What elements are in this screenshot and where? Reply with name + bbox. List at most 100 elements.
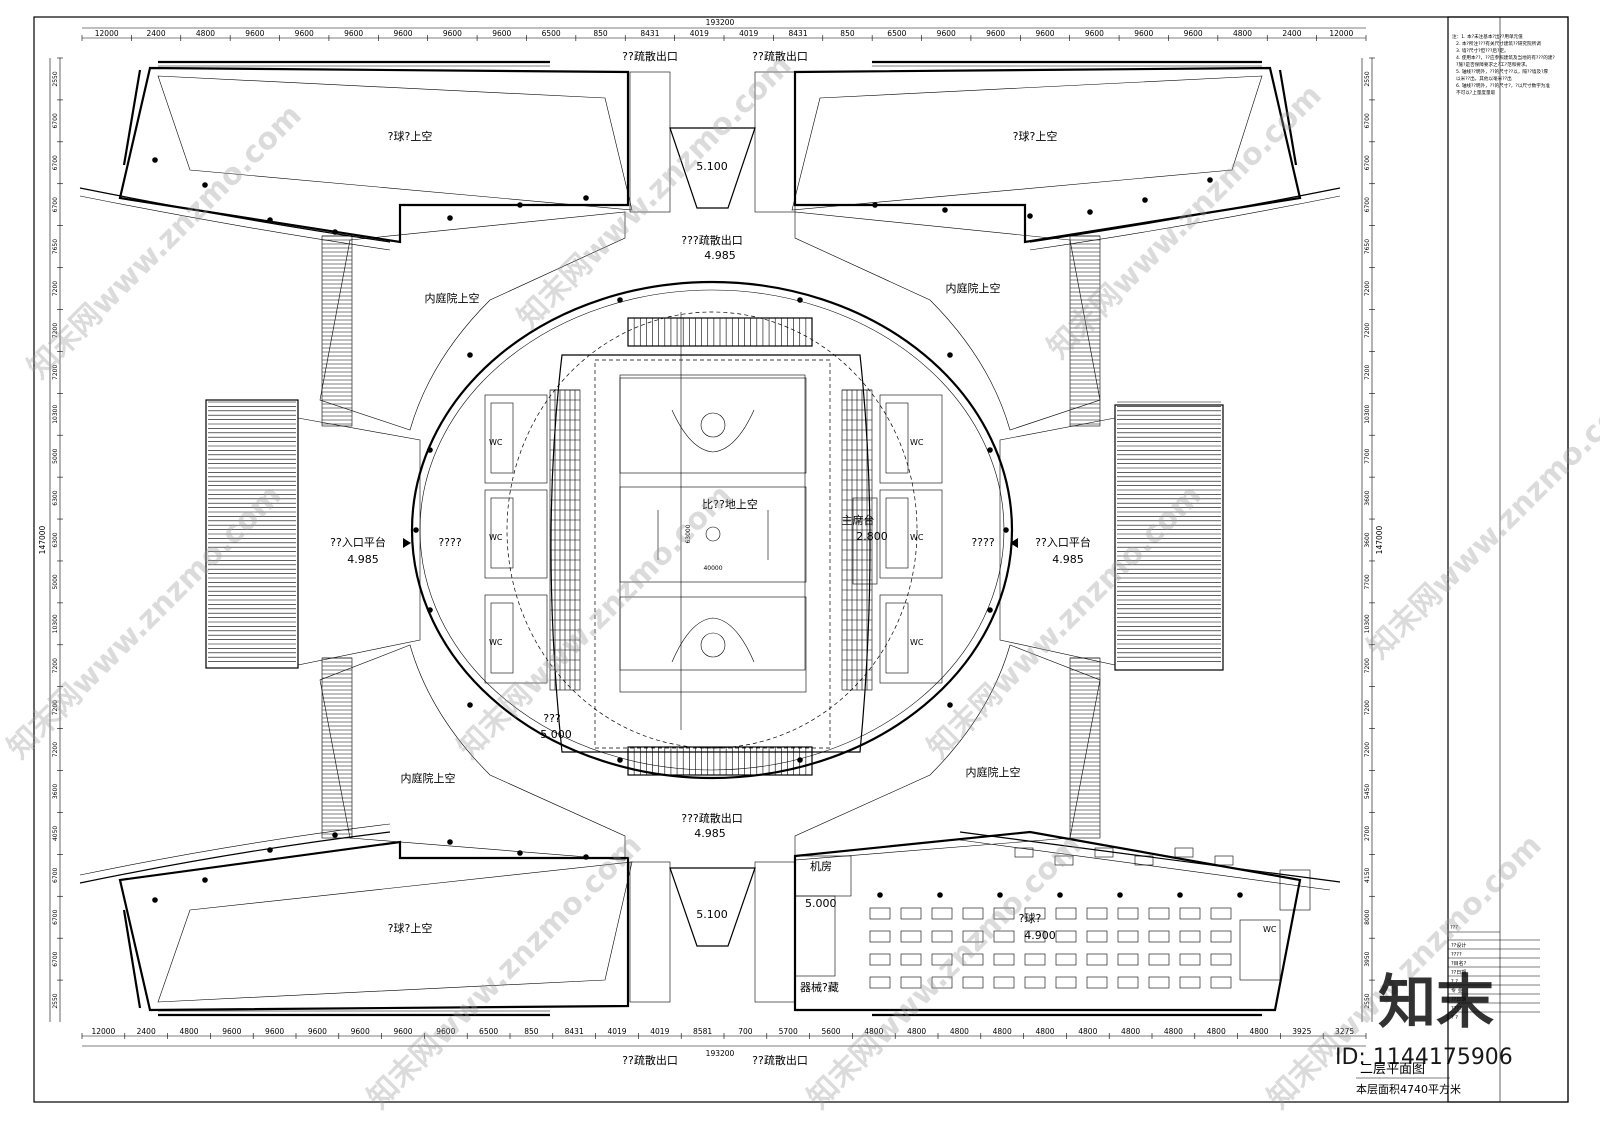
dim-value: 8581: [693, 1027, 712, 1036]
table: [1054, 855, 1074, 866]
dim-value: 5600: [821, 1027, 840, 1036]
dim-value: 9600: [436, 1027, 455, 1036]
column-dot: [1177, 892, 1183, 898]
dim-value: 5700: [779, 1027, 798, 1036]
table: [900, 953, 922, 966]
dim-value: 4019: [607, 1027, 626, 1036]
dim-value: 4800: [1121, 1027, 1140, 1036]
table: [931, 953, 953, 966]
evac-exit-upper: ???疏散出口: [681, 233, 743, 247]
title-block-grid: ??设计?????目名???日期? ?专 业??日期????? ?: [1448, 939, 1540, 1021]
column-dot: [1003, 527, 1009, 533]
note-line: 4. 使用本??，??应参照建筑及当地的有???的建?: [1456, 54, 1555, 61]
table: [1024, 976, 1046, 989]
dim-value: 9600: [393, 29, 412, 38]
column-dot: [947, 702, 953, 708]
note-line: 2. 本?所注???有关尺寸建筑??研究院所调: [1456, 40, 1541, 47]
dim-value: 7200: [1364, 281, 1371, 296]
column-dot: [202, 877, 208, 883]
dim-value: 9600: [1035, 29, 1054, 38]
column-dot: [987, 447, 993, 453]
column-dot: [797, 757, 803, 763]
dim-value: 5000: [52, 448, 59, 463]
dim-value: 7200: [1364, 658, 1371, 673]
dim-value: 8000: [1364, 909, 1371, 924]
tb-field: ??日期: [1451, 970, 1466, 976]
dim-value: 6700: [1364, 113, 1371, 128]
dim-value: 10300: [1364, 405, 1371, 424]
table: [1024, 907, 1046, 920]
overall-height-left: 147000: [38, 525, 47, 554]
wc-label: WC: [910, 533, 924, 542]
dim-value: 6500: [479, 1027, 498, 1036]
table: [1117, 953, 1139, 966]
table: [1210, 953, 1232, 966]
table: [1014, 847, 1034, 858]
column-dot: [1142, 197, 1148, 203]
dim-value: 7200: [1364, 742, 1371, 757]
seat-label: ???: [543, 712, 561, 725]
courtyard-label-tl: 内庭院上空: [425, 291, 480, 305]
dim-value: 9600: [344, 29, 363, 38]
watermark-id: ID: 1144175906: [1335, 1045, 1513, 1070]
dim-value: 2550: [52, 993, 59, 1008]
table: [1148, 953, 1170, 966]
dim-value: 7200: [1364, 700, 1371, 715]
dim-value: 7700: [1364, 448, 1371, 463]
column-dot: [267, 217, 273, 223]
note-line: 6. 轴线??明外，??的尺寸?，?以尺寸数字为准: [1456, 82, 1550, 89]
evac-exit-top-right: ??疏散出口: [752, 49, 808, 63]
elev-right-entry: 4.985: [1052, 553, 1084, 566]
table: [1210, 930, 1232, 943]
dim-value: 6700: [1364, 197, 1371, 212]
column-dot: [617, 297, 623, 303]
dim-value: 6700: [52, 867, 59, 882]
dim-value: 7200: [52, 281, 59, 296]
table: [1148, 930, 1170, 943]
column-dot: [987, 607, 993, 613]
table: [993, 953, 1015, 966]
arena-void-label: 比??地上空: [702, 497, 758, 511]
dim-value: 3275: [1335, 1027, 1354, 1036]
dim-value: 4800: [907, 1027, 926, 1036]
side-room: [484, 489, 548, 579]
dim-value: 3600: [52, 784, 59, 799]
table: [869, 953, 891, 966]
column-dot: [583, 854, 589, 860]
dim-value: 7200: [52, 700, 59, 715]
table: [1055, 930, 1077, 943]
watermark: 知末网www.znzmo.com: [21, 98, 309, 386]
dim-value: 3925: [1292, 1027, 1311, 1036]
note-line: 3. 墙?尺寸?但???后?定。: [1456, 47, 1509, 54]
entry-platforms: ??入口平台 4.985 ??入口平台 4.985 ???? ????: [297, 417, 1116, 666]
dim-value: 9600: [1134, 29, 1153, 38]
elev-ball-hall: 4.900: [1024, 929, 1056, 942]
column-dot: [947, 352, 953, 358]
dim-value: 4800: [993, 1027, 1012, 1036]
note-line: 注：1. 本?未注基本?出??用单元值: [1452, 33, 1523, 40]
dim-value: 6700: [52, 909, 59, 924]
dim-value: 6500: [542, 29, 561, 38]
elev-machine: 5.000: [805, 897, 837, 910]
overall-width-top: 193200: [706, 18, 735, 27]
table: [900, 930, 922, 943]
title-small: ???: [1450, 925, 1458, 931]
column-dot: [152, 897, 158, 903]
dim-value: 9600: [1085, 29, 1104, 38]
column-dot: [467, 702, 473, 708]
column-dot: [517, 202, 523, 208]
column-dot: [797, 297, 803, 303]
dim-value: 850: [593, 29, 608, 38]
wc-label: WC: [489, 638, 503, 647]
watermark-logo: 知末: [1378, 968, 1494, 1036]
court-width-dim: 40000: [703, 565, 722, 572]
column-dot: [1057, 892, 1063, 898]
note-line: 以米??出，其他以毫米??出: [1456, 75, 1512, 82]
table: [1055, 976, 1077, 989]
table: [869, 930, 891, 943]
dim-value: 4800: [950, 1027, 969, 1036]
central-stairs: 5.100 5.100 ??疏散出口 ??疏散出口 ??疏散出口 ??疏散出口 …: [622, 49, 808, 1067]
dim-value: 9600: [492, 29, 511, 38]
dim-value: 6700: [52, 113, 59, 128]
note-line: 5. 轴线??明外，??的尺寸??以，隔??墙及?厚: [1456, 68, 1549, 75]
